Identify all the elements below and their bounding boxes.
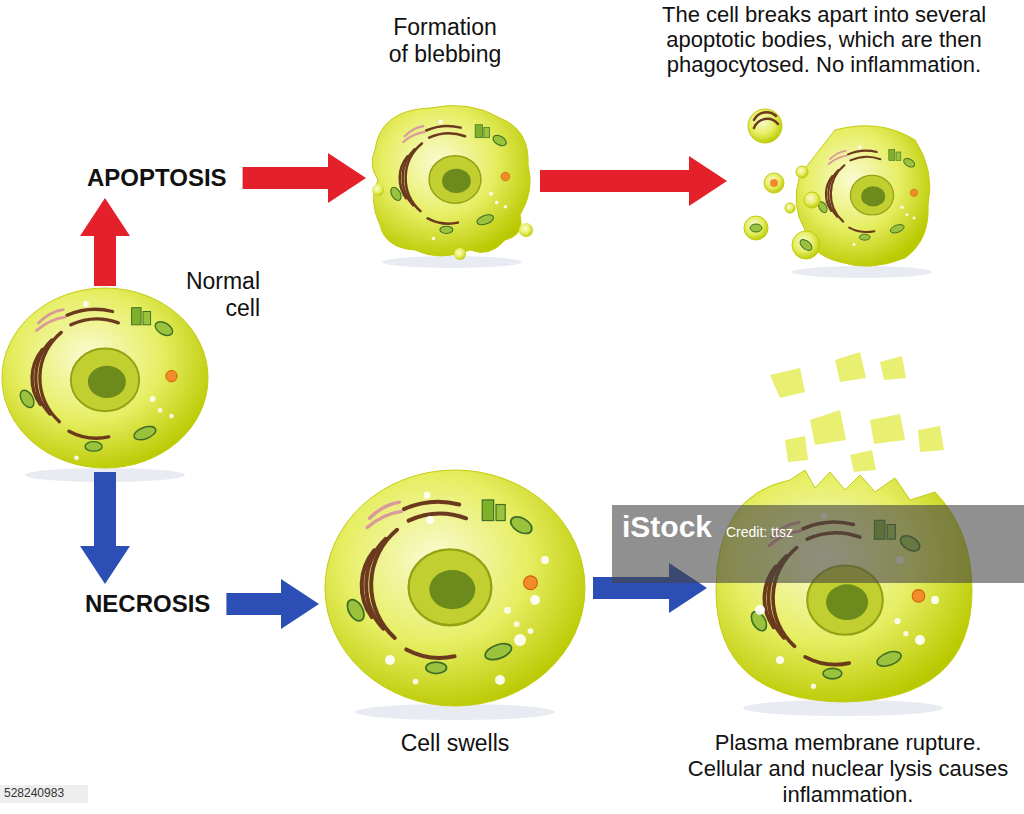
arrow-connector: [80, 153, 366, 286]
block-arrow: [540, 156, 727, 206]
cell-caption: Cell swells: [330, 730, 580, 757]
block-arrow: [226, 579, 319, 629]
watermark-band: [612, 505, 1024, 583]
cell-caption: Normal cell: [160, 268, 260, 322]
image-id: 528240983: [4, 787, 64, 801]
cell-caption: Formation of blebbing: [381, 14, 509, 68]
block-arrow: [80, 472, 130, 584]
block-arrow: [80, 198, 130, 286]
pathway-label: APOPTOSIS: [87, 164, 227, 192]
cell-node: Formation of blebbing: [372, 105, 532, 257]
pathway-label: NECROSIS: [85, 590, 210, 618]
arrow-connector: [80, 472, 319, 629]
watermark-credit: Credit: ttsz: [726, 524, 793, 540]
id-tag: [0, 785, 88, 803]
cell-node: Cell swells: [325, 470, 585, 706]
cell-node: Normal cell: [2, 288, 208, 468]
watermark-text: iStock: [622, 510, 712, 545]
cell-node: The cell breaks apart into several apopt…: [735, 100, 935, 270]
cell-caption: The cell breaks apart into several apopt…: [628, 2, 1020, 77]
cell-node: Plasma membrane rupture. Cellular and nu…: [715, 478, 973, 702]
cell-caption: Plasma membrane rupture. Cellular and nu…: [683, 730, 1013, 808]
block-arrow: [243, 153, 366, 203]
arrow-connector: [540, 156, 727, 206]
